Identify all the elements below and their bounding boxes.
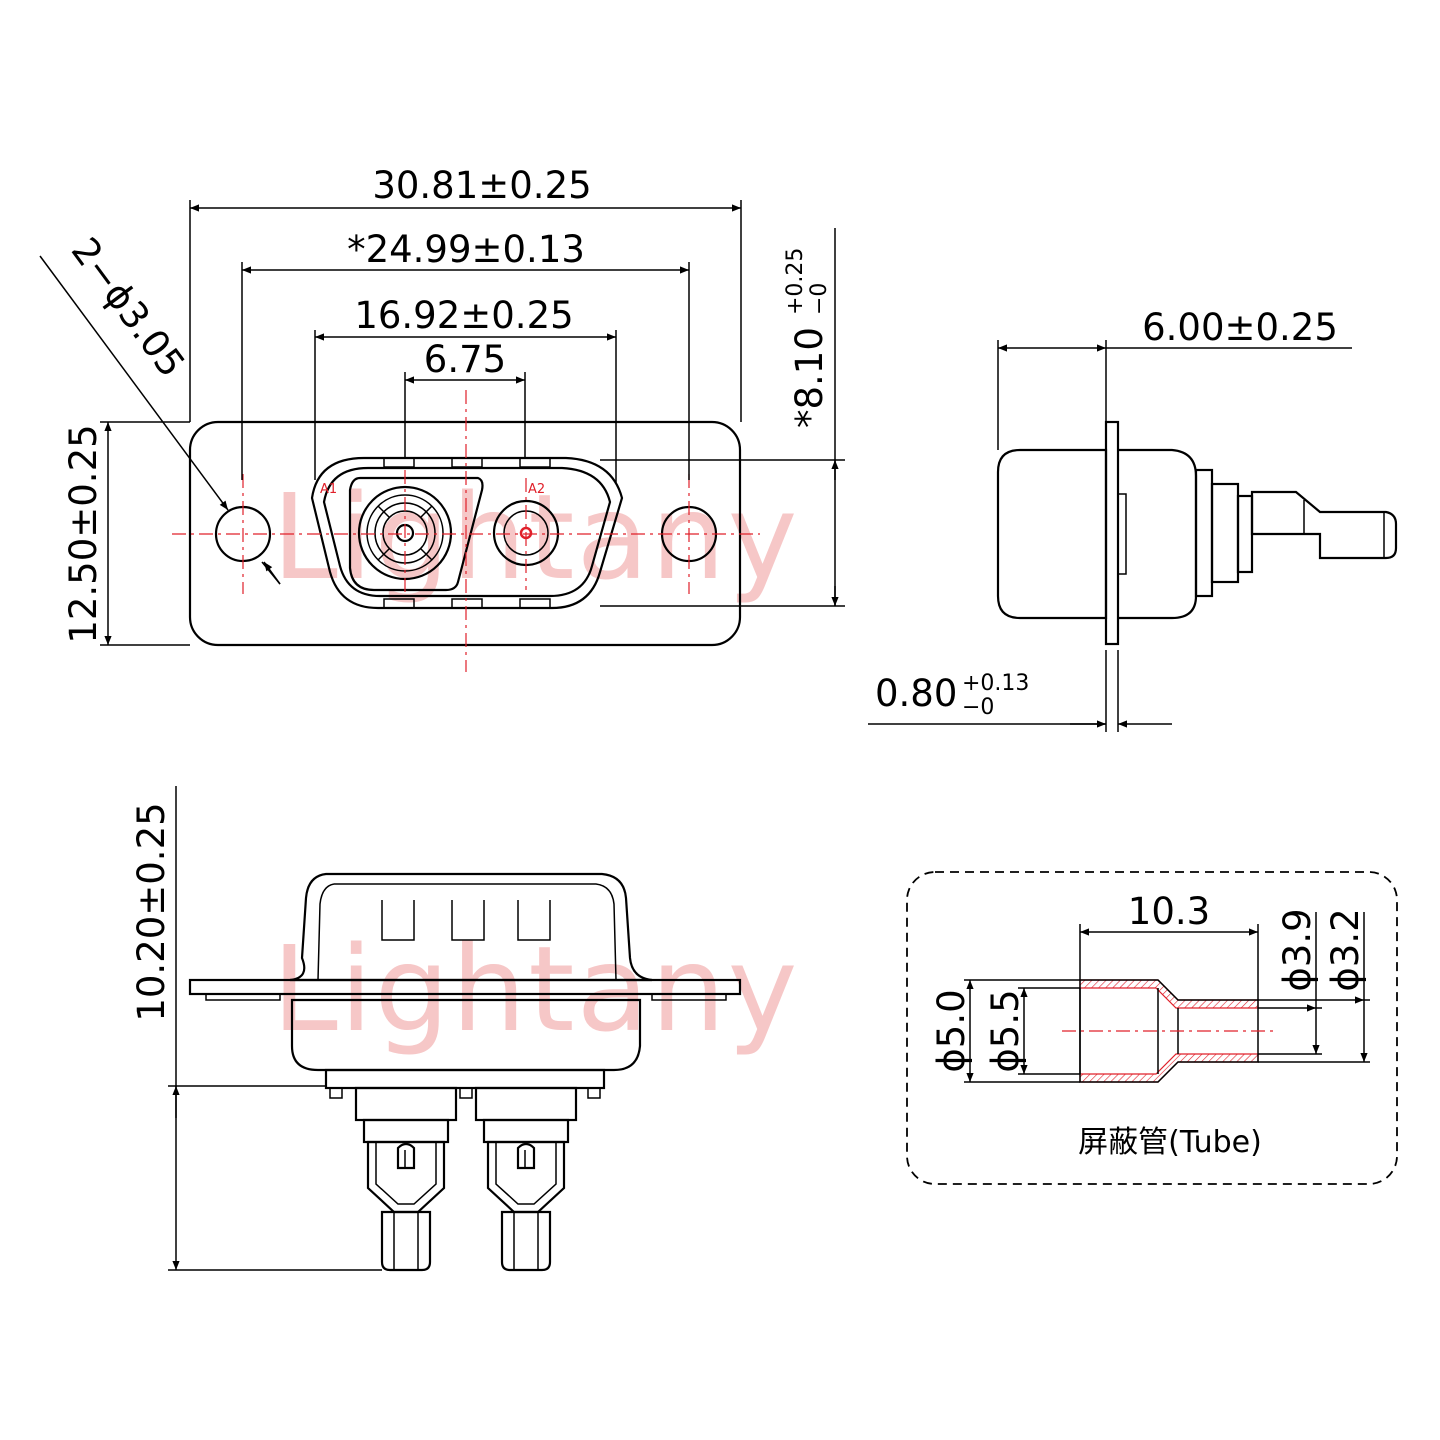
- dim-tube-inner-diameter: ϕ3.2: [1324, 908, 1367, 991]
- contact-a1-cup: [366, 1140, 446, 1214]
- dim-tube-length: 10.3: [1128, 890, 1210, 933]
- contact-a1-slot: [396, 1142, 416, 1170]
- top-slot: [451, 900, 485, 941]
- side-insulator-step: [1236, 494, 1254, 574]
- contact-a2-cup: [486, 1140, 566, 1214]
- pin-label-a1: A1: [320, 482, 337, 497]
- top-slot: [381, 900, 415, 941]
- top-shell-inner: [317, 883, 617, 981]
- shell-tab: [519, 598, 551, 609]
- contact-a2-body: [474, 1086, 578, 1122]
- dim-shell-height: *8.10: [788, 327, 831, 428]
- contact-a2-slot: [516, 1142, 536, 1170]
- contact-a2-tail: [500, 1210, 552, 1272]
- shell-tab: [451, 457, 483, 468]
- contact-a1-collar: [362, 1118, 450, 1144]
- dim-mount-hole: 2−ϕ3.05: [63, 230, 194, 385]
- side-shell: [996, 448, 1108, 620]
- tube-wall-bottom: [1079, 1053, 1259, 1083]
- shell-tab: [519, 457, 551, 468]
- tube-detail-frame: [906, 871, 1398, 1185]
- dim-shell-height-tol-upper: +0.25: [783, 248, 808, 315]
- shell-tab: [383, 457, 415, 468]
- dim-shell-height-tol-lower: −0: [807, 283, 832, 315]
- dim-flange-thickness-tol-upper: +0.13: [962, 671, 1029, 696]
- d-shell-outer: [310, 456, 624, 610]
- contact-a2-collar: [482, 1118, 570, 1144]
- dim-flange-thickness: 0.80: [875, 672, 957, 715]
- side-rear-boss: [1194, 468, 1214, 598]
- side-insulator: [1210, 482, 1240, 584]
- side-rear-body: [1118, 448, 1198, 620]
- dim-shell-width: 16.92±0.25: [354, 294, 573, 337]
- top-flange-foot: [205, 993, 281, 1001]
- watermark-top: Lightany: [272, 920, 799, 1058]
- dim-flange-thickness-tol-lower: −0: [962, 695, 994, 720]
- top-slot: [517, 900, 551, 941]
- dim-tube-outer-diameter-2: ϕ5.5: [984, 989, 1027, 1072]
- contact-a1-body: [354, 1086, 458, 1122]
- front-view: A1 A2: [172, 390, 760, 672]
- side-dimensions: 6.00±0.25 0.80 +0.13 −0: [868, 306, 1352, 732]
- side-flange: [1104, 420, 1120, 646]
- dim-contact-pitch: 6.75: [424, 338, 506, 381]
- pin-label-a2: A2: [528, 482, 545, 497]
- side-step: [1117, 493, 1127, 575]
- top-rear-plate: [324, 1068, 606, 1090]
- top-rear-body: [290, 998, 642, 1072]
- top-view: [188, 872, 742, 1272]
- dim-overall-width: 30.81±0.25: [372, 164, 591, 207]
- dim-total-height: 10.20±0.25: [130, 802, 173, 1021]
- top-flange-foot: [651, 993, 727, 1001]
- tube-detail: 10.3 ϕ5.0 ϕ5.5 ϕ3.9 ϕ3.2 屏蔽管(Tube): [906, 871, 1398, 1185]
- shell-tab: [383, 598, 415, 609]
- dim-flange-to-front: 6.00±0.25: [1142, 306, 1338, 349]
- top-flange: [188, 978, 742, 996]
- contact-a1-tail: [380, 1210, 432, 1272]
- dim-flange-height: 12.50±0.25: [62, 424, 105, 643]
- d-shell-inner: [322, 466, 612, 598]
- top-dimensions: 10.20±0.25: [130, 786, 382, 1271]
- dim-tube-outer-diameter: ϕ5.0: [930, 989, 973, 1072]
- dim-mount-pitch: *24.99±0.13: [347, 228, 585, 271]
- side-view: [996, 420, 1398, 646]
- a1-pocket: [348, 476, 484, 592]
- tube-wall-top: [1079, 979, 1259, 1009]
- dim-tube-small-diameter: ϕ3.9: [1276, 908, 1319, 991]
- shell-tab: [451, 598, 483, 609]
- tube-caption: 屏蔽管(Tube): [1078, 1125, 1262, 1160]
- side-solder-cup: [1250, 490, 1398, 560]
